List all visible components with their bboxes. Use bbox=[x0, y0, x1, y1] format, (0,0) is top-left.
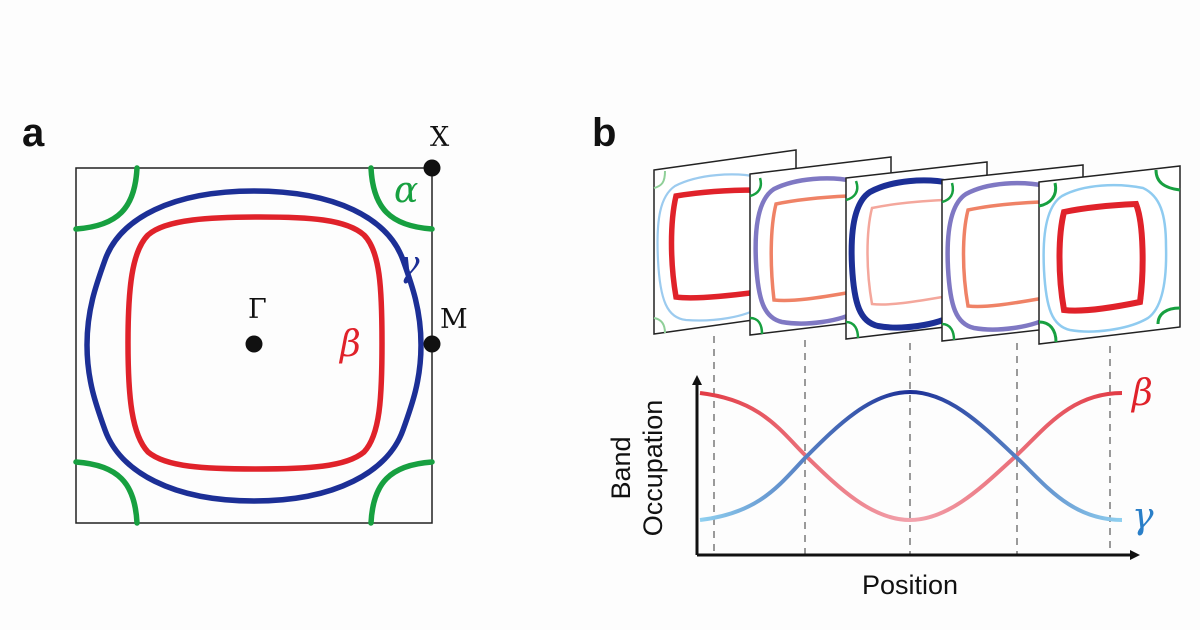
y-axis-title-line1: Band bbox=[606, 436, 636, 499]
beta-band-contour bbox=[125, 214, 385, 472]
x-point-label: X bbox=[430, 122, 450, 153]
alpha-pocket-bottom-left bbox=[73, 459, 140, 526]
alpha-pocket-top-left bbox=[73, 165, 140, 232]
alpha-pocket-bottom-right bbox=[368, 459, 435, 526]
m-point-dot bbox=[423, 335, 441, 353]
panel-a-letter: a bbox=[22, 111, 45, 155]
gamma-occupation-curve bbox=[699, 389, 1123, 522]
gamma-curve-label: γ bbox=[1132, 496, 1154, 537]
panel-a: a X M Γ α γ β bbox=[22, 111, 468, 526]
panel-b: b bbox=[592, 111, 1181, 600]
x-axis-title: Position bbox=[862, 570, 958, 600]
beta-curve-label: β bbox=[1130, 373, 1153, 414]
beta-occupation-curve bbox=[699, 391, 1123, 523]
position-guide-lines bbox=[713, 336, 1111, 555]
y-axis-title-line2: Occupation bbox=[638, 400, 668, 537]
alpha-pocket-top-right bbox=[368, 165, 435, 232]
gamma-point-dot bbox=[245, 335, 263, 353]
panel-b-letter: b bbox=[592, 111, 616, 155]
alpha-pockets bbox=[73, 165, 435, 526]
gamma-band-contour bbox=[84, 188, 424, 504]
alpha-band-label: α bbox=[394, 170, 418, 211]
y-axis-title: Band Occupation bbox=[606, 400, 668, 537]
gamma-band-label: γ bbox=[398, 244, 420, 285]
gamma-point-label: Γ bbox=[248, 294, 267, 325]
fermi-surface-card-5 bbox=[1038, 165, 1181, 345]
beta-band-label: β bbox=[338, 324, 361, 365]
m-point-label: M bbox=[440, 304, 468, 335]
x-point-dot bbox=[423, 159, 441, 177]
